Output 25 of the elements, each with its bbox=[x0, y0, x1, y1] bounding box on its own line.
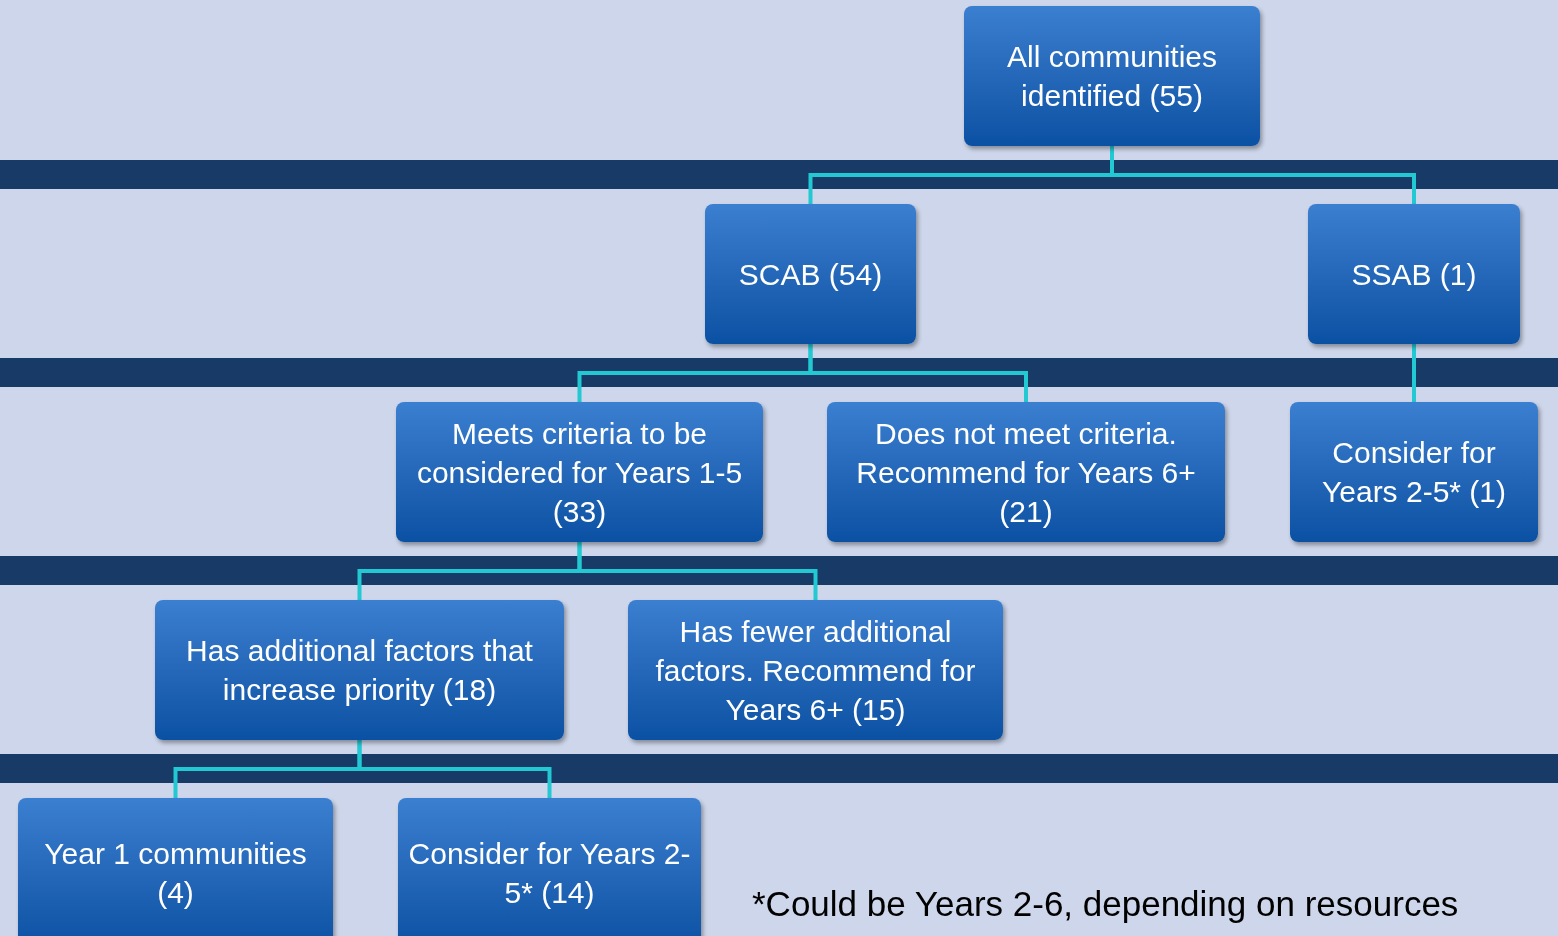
box-text: Has additional factors that increase priority (18) bbox=[185, 633, 534, 708]
box-text: All communities identified (55) bbox=[1005, 39, 1219, 114]
box-text: SCAB (54) bbox=[738, 256, 883, 293]
process-box bbox=[398, 798, 701, 936]
box-text: SSAB (1) bbox=[1351, 256, 1477, 293]
process-box bbox=[628, 600, 1003, 740]
process-box bbox=[827, 402, 1225, 542]
connector-line bbox=[1412, 344, 1416, 402]
process-box bbox=[155, 600, 564, 740]
connector-line bbox=[808, 344, 1028, 402]
footnote: *Could be Years 2-6, depending on resources bbox=[752, 883, 1459, 925]
process-box bbox=[396, 402, 763, 542]
process-box bbox=[18, 798, 333, 936]
connector-line bbox=[577, 542, 818, 600]
box-text: Consider for Years 2-5* (14) bbox=[407, 836, 692, 911]
box-text: Has fewer additional factors. Recommend for Years 6+ (15) bbox=[654, 613, 977, 728]
process-box bbox=[964, 6, 1260, 146]
box-text: Does not meet criteria. Recommend for Years 6+ (21) bbox=[855, 415, 1197, 530]
process-box bbox=[1290, 402, 1538, 542]
process-box bbox=[1308, 204, 1520, 344]
box-text: Year 1 communities (4) bbox=[43, 836, 308, 911]
box-text: Consider for Years 2-5* (1) bbox=[1321, 435, 1507, 510]
box-text: Meets criteria to be considered for Years 1-5 (33) bbox=[415, 415, 744, 530]
connector-line bbox=[357, 740, 552, 798]
process-box bbox=[705, 204, 916, 344]
